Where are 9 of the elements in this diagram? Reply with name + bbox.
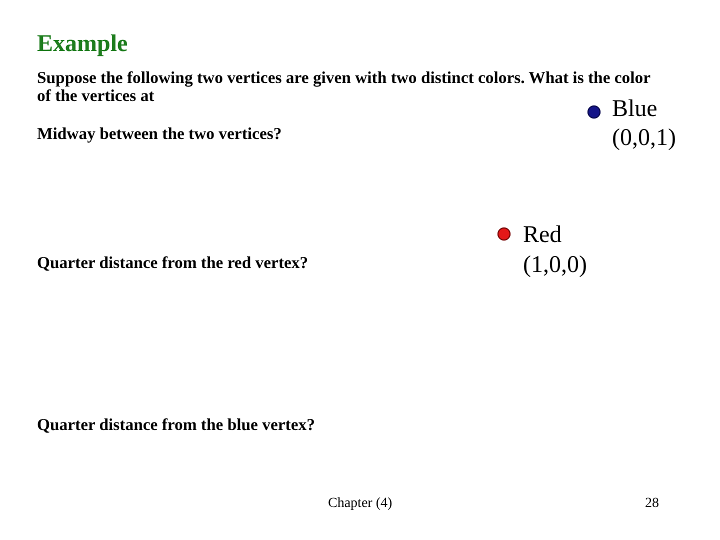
question-text: Quarter distance from the red vertex?	[37, 252, 308, 272]
vertex-dot	[587, 105, 601, 119]
vertex-label: Red (1,0,0)	[523, 221, 587, 280]
vertex-dot	[497, 227, 511, 241]
question-text: Midway between the two vertices?	[37, 122, 282, 144]
slide-title: Example	[37, 31, 128, 57]
page-number: 28	[645, 496, 659, 512]
footer-text: Chapter (4)	[328, 496, 392, 512]
question-text: Quarter distance from the blue vertex?	[37, 414, 315, 434]
